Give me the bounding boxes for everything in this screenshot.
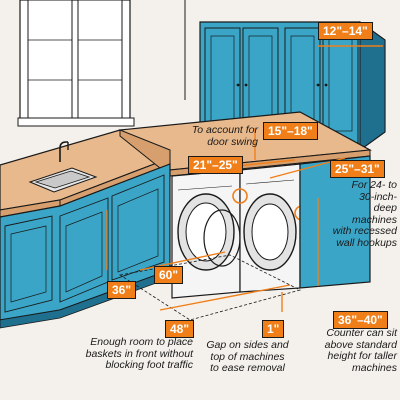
dimension-side-gap: 1"	[262, 320, 285, 338]
floor-area	[118, 254, 302, 321]
note-baskets: Enough room to place baskets in front wi…	[85, 336, 193, 371]
dryer-icon	[239, 163, 301, 293]
washer-icon	[171, 169, 241, 299]
sink-icon	[28, 141, 98, 193]
dimension-floor-width: 60"	[154, 266, 184, 284]
note-counter-height: Counter can sit above standard height fo…	[324, 327, 397, 374]
dimension-raised-counter: 36"–40"	[333, 311, 388, 329]
side-gap-marker-left	[232, 188, 248, 204]
note-deep-machines: For 24- to 30-inch- deep machines with r…	[332, 179, 397, 249]
window	[17, 0, 135, 127]
note-gap-removal: Gap on sides and top of machines to ease…	[206, 339, 289, 374]
dimension-machine-depth: 25"–31"	[330, 160, 385, 178]
dimension-counter-gap: 15"–18"	[263, 122, 318, 140]
dimension-front-clearance: 48"	[165, 320, 195, 338]
note-door-swing: To account for door swing	[191, 124, 258, 148]
dimension-upper-cabinet-depth: 12"–14"	[318, 22, 373, 40]
dimension-cabinet-base: 36"	[107, 281, 137, 299]
dimension-appliance-width: 21"–25"	[188, 156, 243, 174]
